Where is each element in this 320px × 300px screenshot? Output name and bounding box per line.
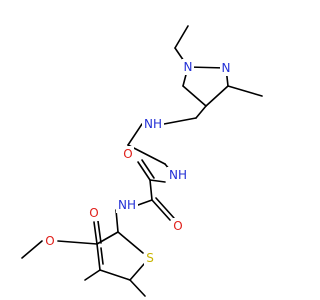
- atom-o-amide-2: O: [172, 218, 184, 234]
- bond-ester-methyl: [21, 240, 43, 259]
- bond-ethylene-a: [127, 123, 143, 146]
- atom-n-pyrazole-2: N: [220, 60, 232, 76]
- atom-o-ester-ether: O: [44, 233, 56, 249]
- atom-nh-amide-2: NH: [116, 197, 138, 213]
- bond-pyrazole-c4-c5: [182, 85, 207, 107]
- bond-thiophene-double: [100, 247, 104, 265]
- svg-text:O: O: [89, 206, 98, 220]
- bond-amide-n-c: [149, 179, 166, 183]
- atom-n-pyrazole-1: N: [182, 59, 194, 75]
- bond-nh-thiophene: [115, 209, 119, 233]
- svg-text:N: N: [222, 61, 231, 75]
- bond-pyrazole-n1-n2: [187, 66, 227, 69]
- svg-text:O: O: [173, 219, 182, 233]
- bond-thiophene-c5-c4: [99, 269, 131, 281]
- atom-labels: N N NH NH NH O O O: [44, 59, 232, 266]
- bond-carbonyl-2-double: [155, 197, 175, 219]
- svg-text:N: N: [184, 60, 193, 74]
- bond-ester-carbonyl-double: [97, 220, 102, 244]
- bond-carbonyl-2: [151, 199, 171, 221]
- svg-text:S: S: [146, 251, 154, 265]
- bond-carbonyl-1: [137, 161, 151, 181]
- bond-linker-ch2-a: [195, 105, 207, 119]
- atom-nh-amide-1: NH: [167, 167, 189, 183]
- bond-c-c-oxalyl: [149, 179, 153, 201]
- svg-text:NH: NH: [118, 198, 136, 212]
- bond-c-nh-2: [137, 199, 153, 206]
- bond-thiophene-methyl-4: [84, 269, 101, 281]
- atom-o-ester-carbonyl: O: [88, 205, 100, 221]
- molecule-structure-diagram: N N NH NH NH O O O: [21, 25, 263, 297]
- bond-thiophene-s-c5: [129, 263, 145, 281]
- bond-carbonyl-1-double: [141, 159, 155, 179]
- bond-thiophene-methyl-5: [129, 279, 146, 297]
- svg-text:NH: NH: [169, 168, 187, 182]
- bond-pyrazole-methyl: [227, 85, 263, 97]
- bond-thiophene-c4-c3: [96, 243, 101, 271]
- bond-ethyl-ch3: [174, 25, 189, 49]
- atom-s-thiophene: S: [144, 250, 156, 266]
- svg-text:O: O: [123, 147, 132, 161]
- svg-text:NH: NH: [144, 117, 162, 131]
- atom-o-amide-1: O: [122, 146, 134, 162]
- svg-text:O: O: [45, 234, 54, 248]
- bond-ethylene-b: [127, 144, 166, 165]
- bond-ester-carbonyl: [93, 221, 98, 245]
- bond-ester-c-o: [57, 240, 98, 245]
- bond-linker-ch2-b: [163, 117, 197, 125]
- bond-pyrazole-c3-c4: [205, 85, 229, 107]
- atom-nh-amine: NH: [142, 116, 164, 132]
- bond-thiophene-c2-s: [117, 231, 144, 254]
